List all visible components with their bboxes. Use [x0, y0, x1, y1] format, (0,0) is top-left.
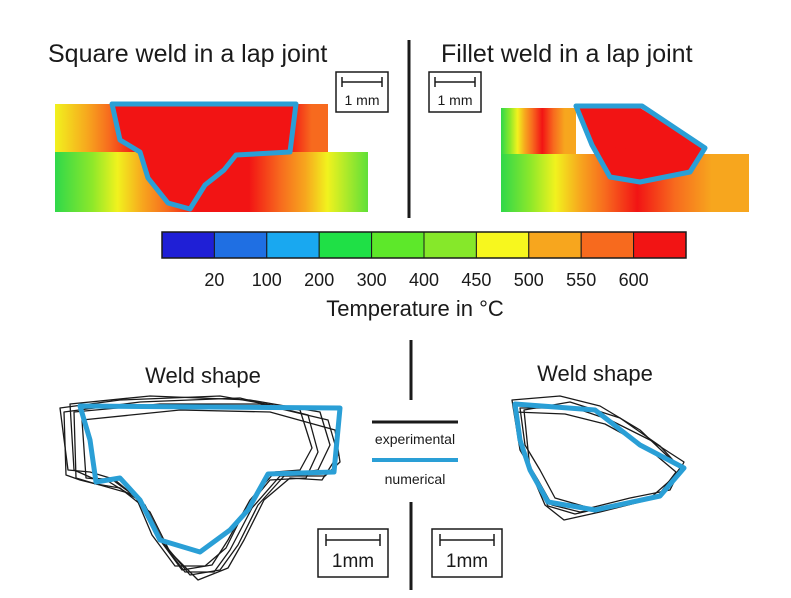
colorbar-cell	[423, 231, 477, 259]
legend-experimental-label: experimental	[375, 431, 455, 447]
colorbar-tick-label: 300	[357, 270, 387, 290]
right-heatmap-title: Fillet weld in a lap joint	[441, 40, 693, 68]
colorbar-cell	[161, 231, 215, 259]
colorbar-tick-label: 20	[204, 270, 224, 290]
heatmap-square-weld	[55, 101, 368, 212]
scale-bar-top-right: 1 mm	[428, 71, 482, 113]
colorbar-tick-label: 600	[619, 270, 649, 290]
colorbar-cell	[318, 231, 373, 259]
fillet-weld-fusion-outline	[573, 103, 708, 185]
numerical-outline-left	[77, 403, 343, 555]
colorbar-tick-label: 200	[304, 270, 334, 290]
heatmap-fillet-weld	[501, 103, 749, 212]
temperature-colorbar: 20 100 200 300 400 450 500 550 600 Temperature i…	[161, 231, 687, 321]
legend-numerical-label: numerical	[385, 471, 446, 487]
scale-bar-bottom-right: 1mm	[431, 528, 503, 578]
colorbar-tick-label: 100	[252, 270, 282, 290]
scale-bar-top-left: 1 mm	[335, 71, 389, 113]
colorbar-cell	[633, 231, 687, 259]
colorbar-cell	[213, 231, 268, 259]
colorbar-cell	[528, 231, 582, 259]
left-heatmap-title: Square weld in a lap joint	[48, 40, 327, 68]
colorbar-cell	[580, 231, 635, 259]
colorbar-cell	[371, 231, 425, 259]
colorbar-cell	[475, 231, 530, 259]
colorbar-cell	[266, 231, 320, 259]
numerical-outline-right	[512, 401, 687, 513]
colorbar-tick-label: 500	[514, 270, 544, 290]
colorbar-tick-label: 450	[461, 270, 491, 290]
scale-bar-top-left-label: 1 mm	[345, 92, 380, 108]
weld-shape-title-left: Weld shape	[145, 363, 261, 388]
weld-shape-title-right: Weld shape	[537, 361, 653, 386]
colorbar-axis-label: Temperature in °C	[326, 296, 504, 321]
scale-bar-bottom-right-label: 1mm	[446, 551, 488, 572]
scale-bar-bottom-left: 1mm	[317, 528, 389, 578]
legend: experimental numerical	[372, 420, 458, 487]
scale-bar-top-right-label: 1 mm	[438, 92, 473, 108]
square-weld-fusion-outline	[109, 101, 299, 212]
scale-bar-bottom-left-label: 1mm	[332, 551, 374, 572]
colorbar-tick-label: 550	[566, 270, 596, 290]
colorbar-tick-label: 400	[409, 270, 439, 290]
